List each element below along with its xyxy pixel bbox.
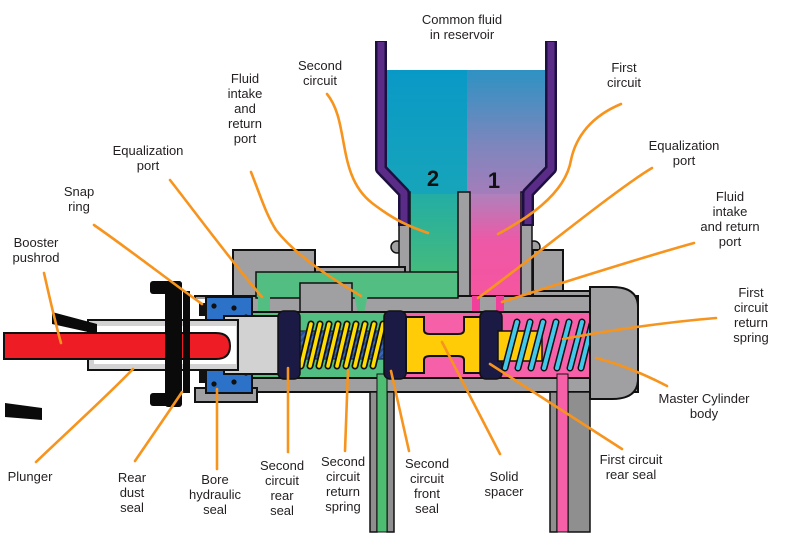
equalization-port-right — [472, 296, 480, 314]
outlet-pipes — [369, 373, 591, 533]
intake-port-left — [354, 294, 368, 314]
pink-pipe-wall — [567, 391, 591, 533]
label-second-return-spring: Second circuit return spring — [320, 454, 366, 514]
green-pipe-wall — [386, 391, 395, 533]
boot-fold-top — [52, 312, 97, 334]
label-plunger: Plunger — [7, 469, 53, 484]
label-booster-pushrod: Booster pushrod — [12, 235, 60, 265]
leader-fluid-intake-left — [249, 170, 363, 298]
leader-master-body — [594, 356, 669, 388]
label-first-rear-seal: First circuit rear seal — [599, 452, 663, 482]
label-common-fluid: Common fluid in reservoir — [421, 12, 503, 42]
number-second-circuit: 2 — [426, 166, 440, 191]
passage-divider-block — [299, 282, 353, 314]
leader-booster-pushrod — [42, 271, 63, 345]
booster-pushrod — [3, 332, 232, 360]
reservoir-fluid-second — [386, 70, 467, 198]
label-fluid-intake-right: Fluid intake and return port — [700, 189, 760, 249]
snap-ring-clip — [199, 303, 207, 316]
snap-ring-clip — [199, 370, 207, 383]
green-pipe-wall — [369, 391, 378, 533]
leader-second-front-seal — [389, 369, 411, 453]
label-bore-hydraulic-seal: Bore hydraulic seal — [188, 472, 242, 517]
leader-first-return-spring — [561, 316, 718, 341]
leader-solid-spacer — [440, 340, 502, 456]
leader-plunger — [34, 367, 135, 464]
label-first-return-spring: First circuit return spring — [733, 285, 769, 345]
bore-parts — [277, 310, 596, 380]
second-circuit-outlet — [376, 373, 388, 533]
leader-second-return-spring — [343, 368, 350, 453]
leader-second-circuit — [325, 92, 430, 235]
label-second-circuit: Second circuit — [297, 58, 343, 88]
second-circuit-front-seal — [383, 310, 407, 380]
first-circuit-outlet — [556, 373, 569, 533]
label-second-rear-seal: Second circuit rear seal — [259, 458, 305, 518]
label-solid-spacer: Solid spacer — [484, 469, 524, 499]
snap-ring — [183, 291, 190, 393]
label-snap-ring: Snap ring — [63, 184, 95, 214]
leader-lines — [34, 92, 718, 471]
reservoir-divider — [457, 191, 471, 309]
label-fluid-intake-left: Fluid intake and return port — [227, 71, 263, 146]
reservoir — [375, 41, 557, 309]
leader-first-circuit — [496, 102, 623, 236]
label-second-front-seal: Second circuit front seal — [404, 456, 450, 516]
leader-rear-dust-seal — [133, 390, 184, 463]
label-equalization-right: Equalization port — [648, 138, 720, 168]
plunger-assembly — [3, 315, 283, 375]
end-cap — [589, 286, 639, 400]
leader-snap-ring — [92, 223, 204, 306]
boot-fold-bottom — [5, 403, 42, 420]
reservoir-wall — [375, 41, 557, 226]
number-first-circuit: 1 — [487, 168, 501, 193]
leader-fluid-intake-right — [500, 241, 696, 304]
leader-equalization-right — [476, 166, 654, 300]
reservoir-fluid-first — [467, 70, 548, 198]
intake-port-right — [496, 296, 504, 314]
equalization-port-left — [258, 294, 270, 314]
label-equalization-left: Equalization port — [112, 143, 184, 173]
label-first-circuit: First circuit — [607, 60, 641, 90]
leader-first-rear-seal — [488, 362, 624, 451]
pink-pipe-wall — [549, 391, 558, 533]
leader-equalization-left — [168, 178, 264, 299]
first-circuit-channel — [470, 194, 521, 300]
label-master-body: Master Cylinder body — [658, 391, 750, 421]
label-rear-dust-seal: Rear dust seal — [117, 470, 147, 515]
